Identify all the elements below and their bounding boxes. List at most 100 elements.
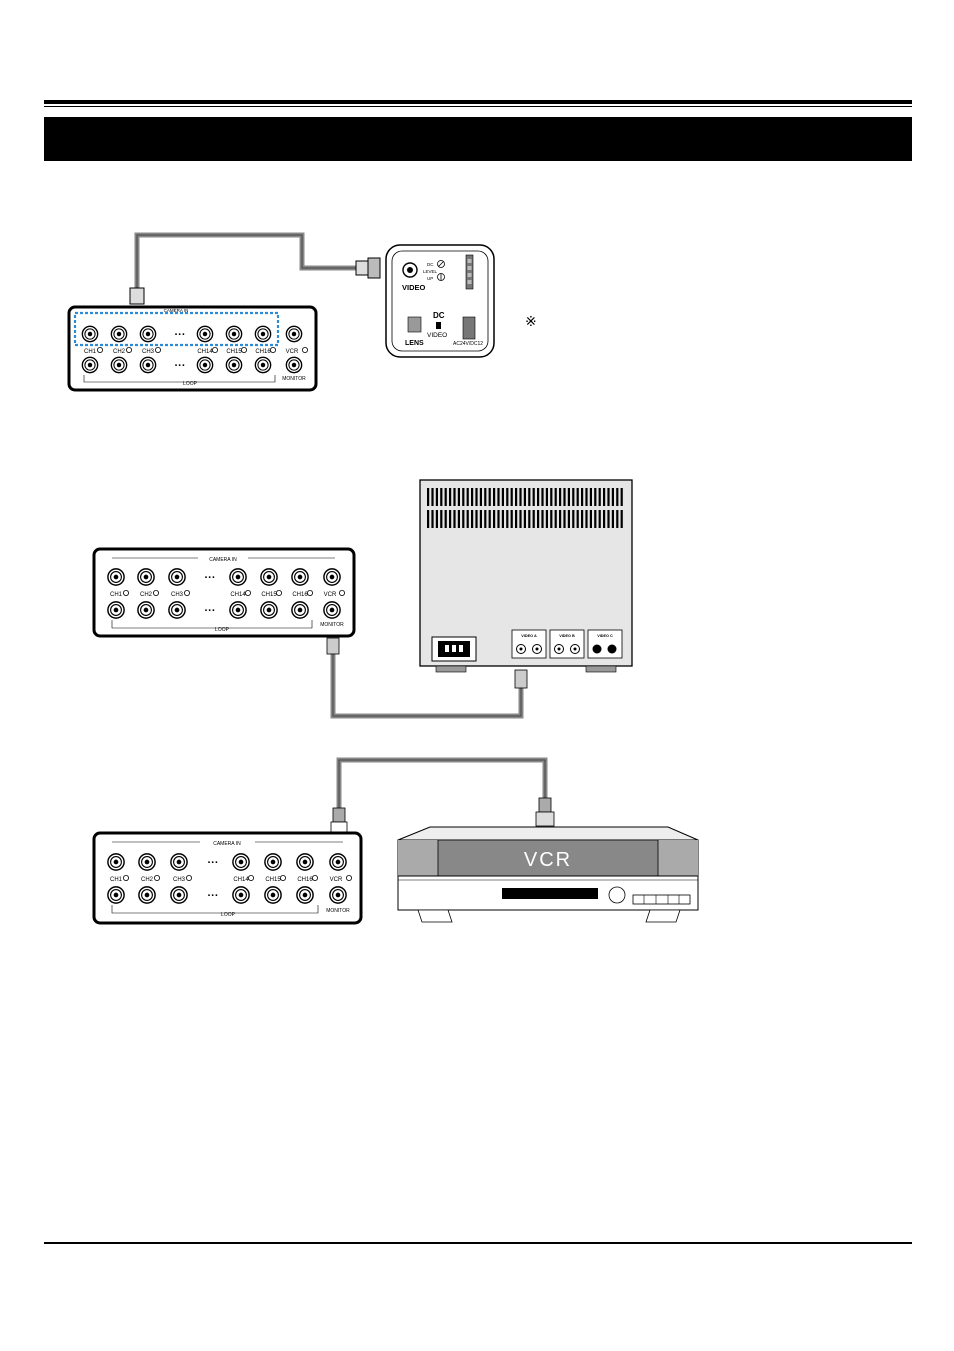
camera-in-highlight <box>73 311 280 347</box>
bnc-loop-ch14 <box>229 601 247 619</box>
bnc-ch3 <box>170 853 188 871</box>
svg-text:CAMERA IN: CAMERA IN <box>209 557 237 563</box>
bnc-loop-ch14 <box>232 886 250 904</box>
power-terminal <box>462 316 476 340</box>
bnc-monitor <box>285 356 303 374</box>
vcr-tape-slot <box>502 888 598 899</box>
svg-text:CH14: CH14 <box>230 592 246 598</box>
bnc-ch1 <box>81 325 99 343</box>
svg-text:VIDEO C: VIDEO C <box>597 634 613 638</box>
bnc-loop-ch16 <box>291 601 309 619</box>
svg-text:VCR: VCR <box>286 349 299 355</box>
svg-text:CH16: CH16 <box>297 877 313 883</box>
svg-text:CH3: CH3 <box>173 877 186 883</box>
bnc-ch1 <box>107 853 125 871</box>
bnc-loop-ch3 <box>170 886 188 904</box>
svg-text:LOOP: LOOP <box>215 627 230 633</box>
bnc-plug <box>538 797 552 813</box>
dvr-rear-panel <box>92 831 363 925</box>
diagram-vcr-connection: CAMERA IN ··· CH1 CH2 CH3 CH14 CH15 CH16… <box>92 757 699 925</box>
svg-text:CH2: CH2 <box>140 592 153 598</box>
bnc-loop-ch1 <box>81 356 99 374</box>
bnc-ch2 <box>110 325 128 343</box>
bnc-loop-ch15 <box>260 601 278 619</box>
bnc-plug <box>129 287 145 305</box>
video-a-ports <box>511 629 547 659</box>
svg-text:CAMERA IN: CAMERA IN <box>213 841 241 847</box>
bnc-ch16 <box>291 568 309 586</box>
bnc-ch2 <box>138 853 156 871</box>
svg-text:MONITOR: MONITOR <box>320 622 344 628</box>
note-mark: ※ <box>525 313 537 329</box>
svg-text:CH1: CH1 <box>110 592 123 598</box>
video-b-ports <box>549 629 585 659</box>
bnc-loop-ch2 <box>137 601 155 619</box>
bnc-plug <box>326 637 340 655</box>
bnc-loop-ch2 <box>138 886 156 904</box>
footer-rule <box>44 1242 912 1244</box>
bnc-ch2 <box>137 568 155 586</box>
monitor-vents <box>427 488 623 528</box>
svg-text:DC: DC <box>433 311 445 320</box>
vcr-buttons <box>632 894 691 905</box>
svg-text:CH15: CH15 <box>261 592 277 598</box>
bnc-ch3 <box>168 568 186 586</box>
bnc-ch14 <box>229 568 247 586</box>
svg-text:CH15: CH15 <box>265 877 281 883</box>
svg-text:···: ··· <box>205 572 216 584</box>
svg-text:DC: DC <box>427 262 434 267</box>
svg-text:LEVEL: LEVEL <box>423 269 438 274</box>
svg-text:CH14: CH14 <box>233 877 249 883</box>
svg-text:CH3: CH3 <box>142 349 155 355</box>
dvr-rear-panel <box>92 547 356 638</box>
svg-text:CH1: CH1 <box>84 349 97 355</box>
vcr-foot <box>645 909 681 923</box>
bnc-monitor <box>329 886 347 904</box>
bnc-ch1 <box>107 568 125 586</box>
video-c-ports <box>587 629 623 659</box>
bnc-loop-ch16 <box>254 356 272 374</box>
bnc-loop-ch3 <box>139 356 157 374</box>
svg-text:···: ··· <box>208 890 219 902</box>
bnc-loop-ch1 <box>107 601 125 619</box>
svg-text:CH2: CH2 <box>141 877 154 883</box>
bnc-monitor <box>323 601 341 619</box>
vcr-top <box>397 826 699 841</box>
lens-connector <box>407 316 422 333</box>
svg-text:CH16: CH16 <box>292 592 308 598</box>
svg-text:···: ··· <box>175 329 186 341</box>
svg-text:CH16: CH16 <box>255 349 271 355</box>
bnc-ch16 <box>254 325 272 343</box>
bnc-ch15 <box>264 853 282 871</box>
svg-text:LENS: LENS <box>405 340 424 347</box>
bnc-ch15 <box>260 568 278 586</box>
bnc-loop-ch15 <box>264 886 282 904</box>
svg-text:VIDEO A: VIDEO A <box>521 634 537 638</box>
svg-text:MONITOR: MONITOR <box>282 376 306 382</box>
camera-in-label: CAMERA IN <box>164 308 189 313</box>
dvr-rear-panel <box>67 305 318 392</box>
svg-text:AC24V/DC12: AC24V/DC12 <box>453 341 483 347</box>
bnc-loop-ch3 <box>168 601 186 619</box>
svg-text:CH1: CH1 <box>110 877 123 883</box>
bnc-plug <box>332 807 346 823</box>
camera-cable <box>134 232 366 292</box>
svg-text:···: ··· <box>205 605 216 617</box>
bnc-ch16 <box>296 853 314 871</box>
diagram-monitor-connection: CAMERA IN ··· CH1 CH2 CH3 CH14 CH15 CH16… <box>92 479 633 719</box>
bnc-loop-ch15 <box>225 356 243 374</box>
bnc-vcr <box>323 568 341 586</box>
bnc-loop-ch16 <box>296 886 314 904</box>
svg-text:VIDEO: VIDEO <box>402 283 426 292</box>
bnc-plug <box>355 260 369 276</box>
vcr-label: VCR <box>524 849 572 871</box>
svg-text:VIDEO: VIDEO <box>427 332 447 339</box>
bnc-vcr <box>285 325 303 343</box>
bnc-ch14 <box>196 325 214 343</box>
monitor-foot <box>435 665 467 673</box>
svg-text:CH3: CH3 <box>171 592 184 598</box>
bnc-ch14 <box>232 853 250 871</box>
svg-text:···: ··· <box>175 360 186 372</box>
svg-text:CH2: CH2 <box>113 349 126 355</box>
